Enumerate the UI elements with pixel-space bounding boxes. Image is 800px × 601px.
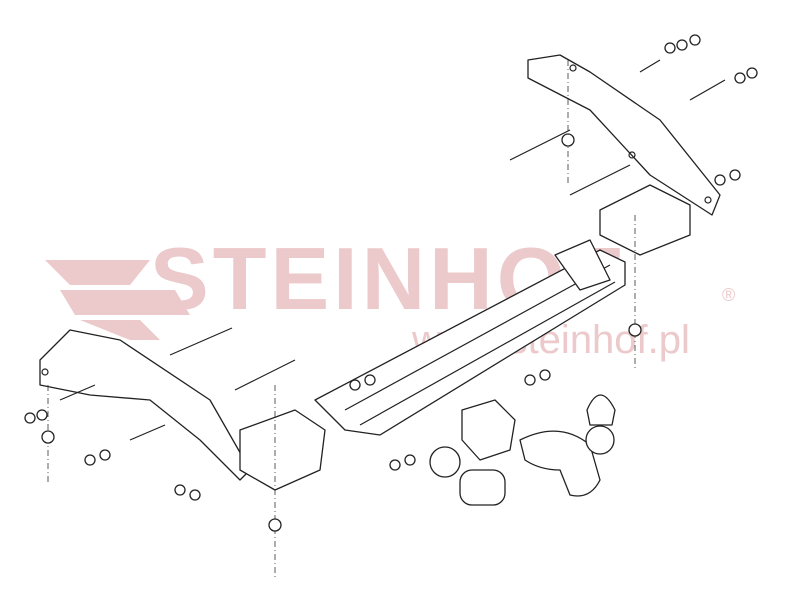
tow-ball-neck bbox=[519, 394, 616, 497]
main-crossbar bbox=[314, 239, 626, 436]
nuts-and-washers bbox=[24, 34, 758, 532]
socket-plate bbox=[429, 399, 516, 506]
bolts bbox=[59, 59, 726, 441]
left-mounting-bracket bbox=[39, 329, 326, 491]
assembly-axes bbox=[47, 60, 636, 580]
steinhof-logo-swoosh bbox=[45, 260, 190, 340]
watermark-registered: ® bbox=[722, 285, 736, 305]
right-mounting-bracket bbox=[527, 54, 721, 256]
